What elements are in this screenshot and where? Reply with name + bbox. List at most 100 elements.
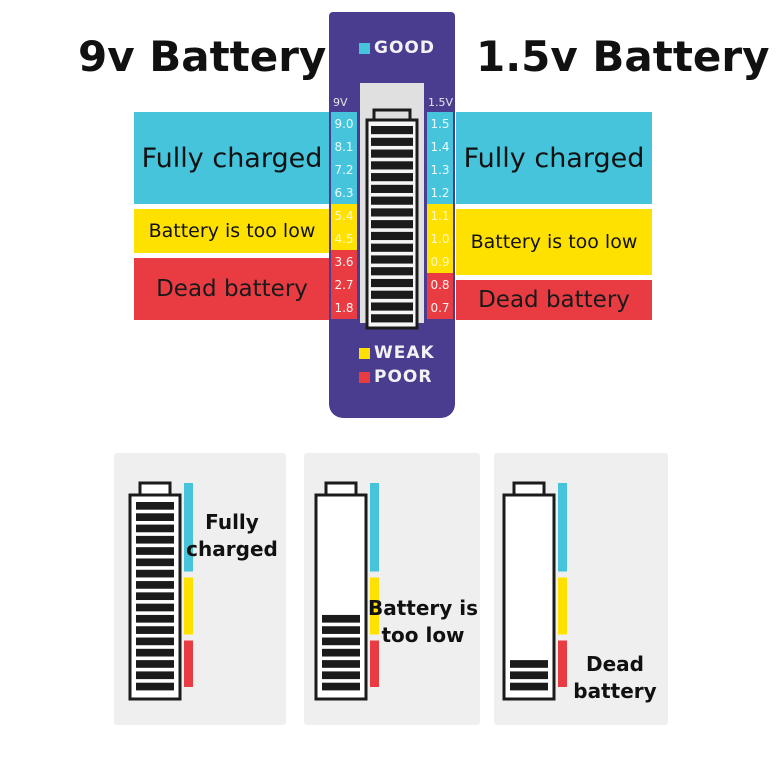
band-right-too-low-label: Battery is too low xyxy=(470,231,638,253)
scale-value: 1.0 xyxy=(427,227,453,250)
example-label-line2: charged xyxy=(186,537,278,561)
scale-value: 2.7 xyxy=(331,273,357,296)
legend-weak: WEAK xyxy=(359,343,435,363)
example-label-line1: Dead xyxy=(586,652,644,676)
example-label-line2: too low xyxy=(381,623,465,647)
example-battery-low xyxy=(314,481,379,701)
scale-value: 1.1 xyxy=(427,204,453,227)
strip-good xyxy=(184,483,193,572)
scale-value: 9.0 xyxy=(331,112,357,135)
example-label-fully-charged: Fully charged xyxy=(186,509,278,563)
heading-1-5v: 1.5v Battery xyxy=(476,32,770,81)
battery-bar xyxy=(322,648,360,657)
cell-bar xyxy=(371,302,413,311)
example-panel-fully-charged: Fully charged xyxy=(114,453,286,725)
example-panel-dead: Dead battery xyxy=(494,453,668,725)
battery-bar xyxy=(136,660,174,668)
cell-bar xyxy=(371,278,413,288)
battery-bar xyxy=(136,547,174,555)
scale-value: 0.9 xyxy=(427,250,453,273)
example-label-line1: Battery is xyxy=(367,596,479,620)
band-right-dead: Dead battery xyxy=(456,280,652,320)
strip-good xyxy=(558,483,567,572)
cell-bar xyxy=(371,196,413,205)
legend-good: GOOD xyxy=(359,38,435,58)
cell-bar xyxy=(371,173,413,182)
band-left-too-low-label: Battery is too low xyxy=(148,220,316,242)
battery-bar xyxy=(136,671,174,680)
cell-bar xyxy=(371,267,413,276)
strip-poor xyxy=(184,640,193,687)
strip-weak xyxy=(558,577,567,635)
battery-bar xyxy=(136,513,174,521)
band-left-fully-charged-label: Fully charged xyxy=(141,142,323,174)
band-left-dead-label: Dead battery xyxy=(156,276,308,302)
cell-bar xyxy=(371,161,413,170)
scale-header-9v: 9V xyxy=(333,96,348,109)
cell-bar xyxy=(371,231,413,241)
band-left-too-low: Battery is too low xyxy=(134,209,330,253)
cell-bar xyxy=(371,220,413,229)
battery-bar xyxy=(136,558,174,567)
cell-bar xyxy=(371,255,413,264)
battery-bar xyxy=(322,660,360,668)
example-label-dead: Dead battery xyxy=(570,651,660,705)
strip-weak xyxy=(370,577,379,635)
battery-bar xyxy=(136,603,174,612)
scale-value: 1.4 xyxy=(427,135,453,158)
band-right-fully-charged-label: Fully charged xyxy=(463,142,645,174)
battery-bar xyxy=(322,671,360,680)
scale-value: 1.3 xyxy=(427,158,453,181)
battery-bar xyxy=(136,614,174,623)
battery-bar xyxy=(136,535,174,544)
battery-bar xyxy=(136,648,174,657)
battery-bar xyxy=(136,637,174,646)
band-left-fully-charged: Fully charged xyxy=(134,112,330,204)
example-label-line2: battery xyxy=(573,679,657,703)
example-battery-full xyxy=(128,481,193,701)
cell-bar xyxy=(371,126,413,135)
scale-value: 1.8 xyxy=(331,296,357,319)
poor-swatch-icon xyxy=(359,371,370,383)
cell-bar xyxy=(371,208,413,217)
battery-bar xyxy=(510,682,548,691)
heading-9v: 9v Battery xyxy=(78,32,327,81)
band-right-too-low: Battery is too low xyxy=(456,209,652,275)
battery-bar xyxy=(136,592,174,601)
scale-value: 6.3 xyxy=(331,181,357,204)
scale-value: 1.5 xyxy=(427,112,453,135)
scale-value: 3.6 xyxy=(331,250,357,273)
example-battery-dead xyxy=(502,481,567,701)
battery-cell-display xyxy=(365,108,419,330)
good-swatch-icon xyxy=(359,42,370,54)
battery-bar xyxy=(136,524,174,533)
example-panel-too-low: Battery is too low xyxy=(304,453,480,725)
strip-weak xyxy=(184,577,193,635)
legend-poor: POOR xyxy=(359,367,432,387)
scale-value: 1.2 xyxy=(427,181,453,204)
strip-good xyxy=(370,483,379,572)
cell-bar xyxy=(371,314,413,323)
cell-bar xyxy=(371,149,413,158)
strip-poor xyxy=(558,640,567,687)
band-right-fully-charged: Fully charged xyxy=(456,112,652,204)
scale-value: 0.7 xyxy=(427,296,453,319)
cell-bar xyxy=(371,137,413,146)
battery-bar xyxy=(136,569,174,578)
battery-bar xyxy=(136,626,174,634)
weak-swatch-icon xyxy=(359,347,370,359)
legend-good-label: GOOD xyxy=(374,38,435,58)
battery-bar xyxy=(322,614,360,623)
cell-bar xyxy=(371,184,413,193)
scale-value: 0.8 xyxy=(427,273,453,296)
example-label-too-low: Battery is too low xyxy=(366,595,480,649)
battery-bar xyxy=(136,502,174,510)
battery-bar xyxy=(510,660,548,668)
battery-bar xyxy=(510,671,548,680)
battery-bar xyxy=(136,682,174,691)
scale-value: 4.5 xyxy=(331,227,357,250)
strip-poor xyxy=(370,640,379,687)
cell-bar xyxy=(371,243,413,252)
